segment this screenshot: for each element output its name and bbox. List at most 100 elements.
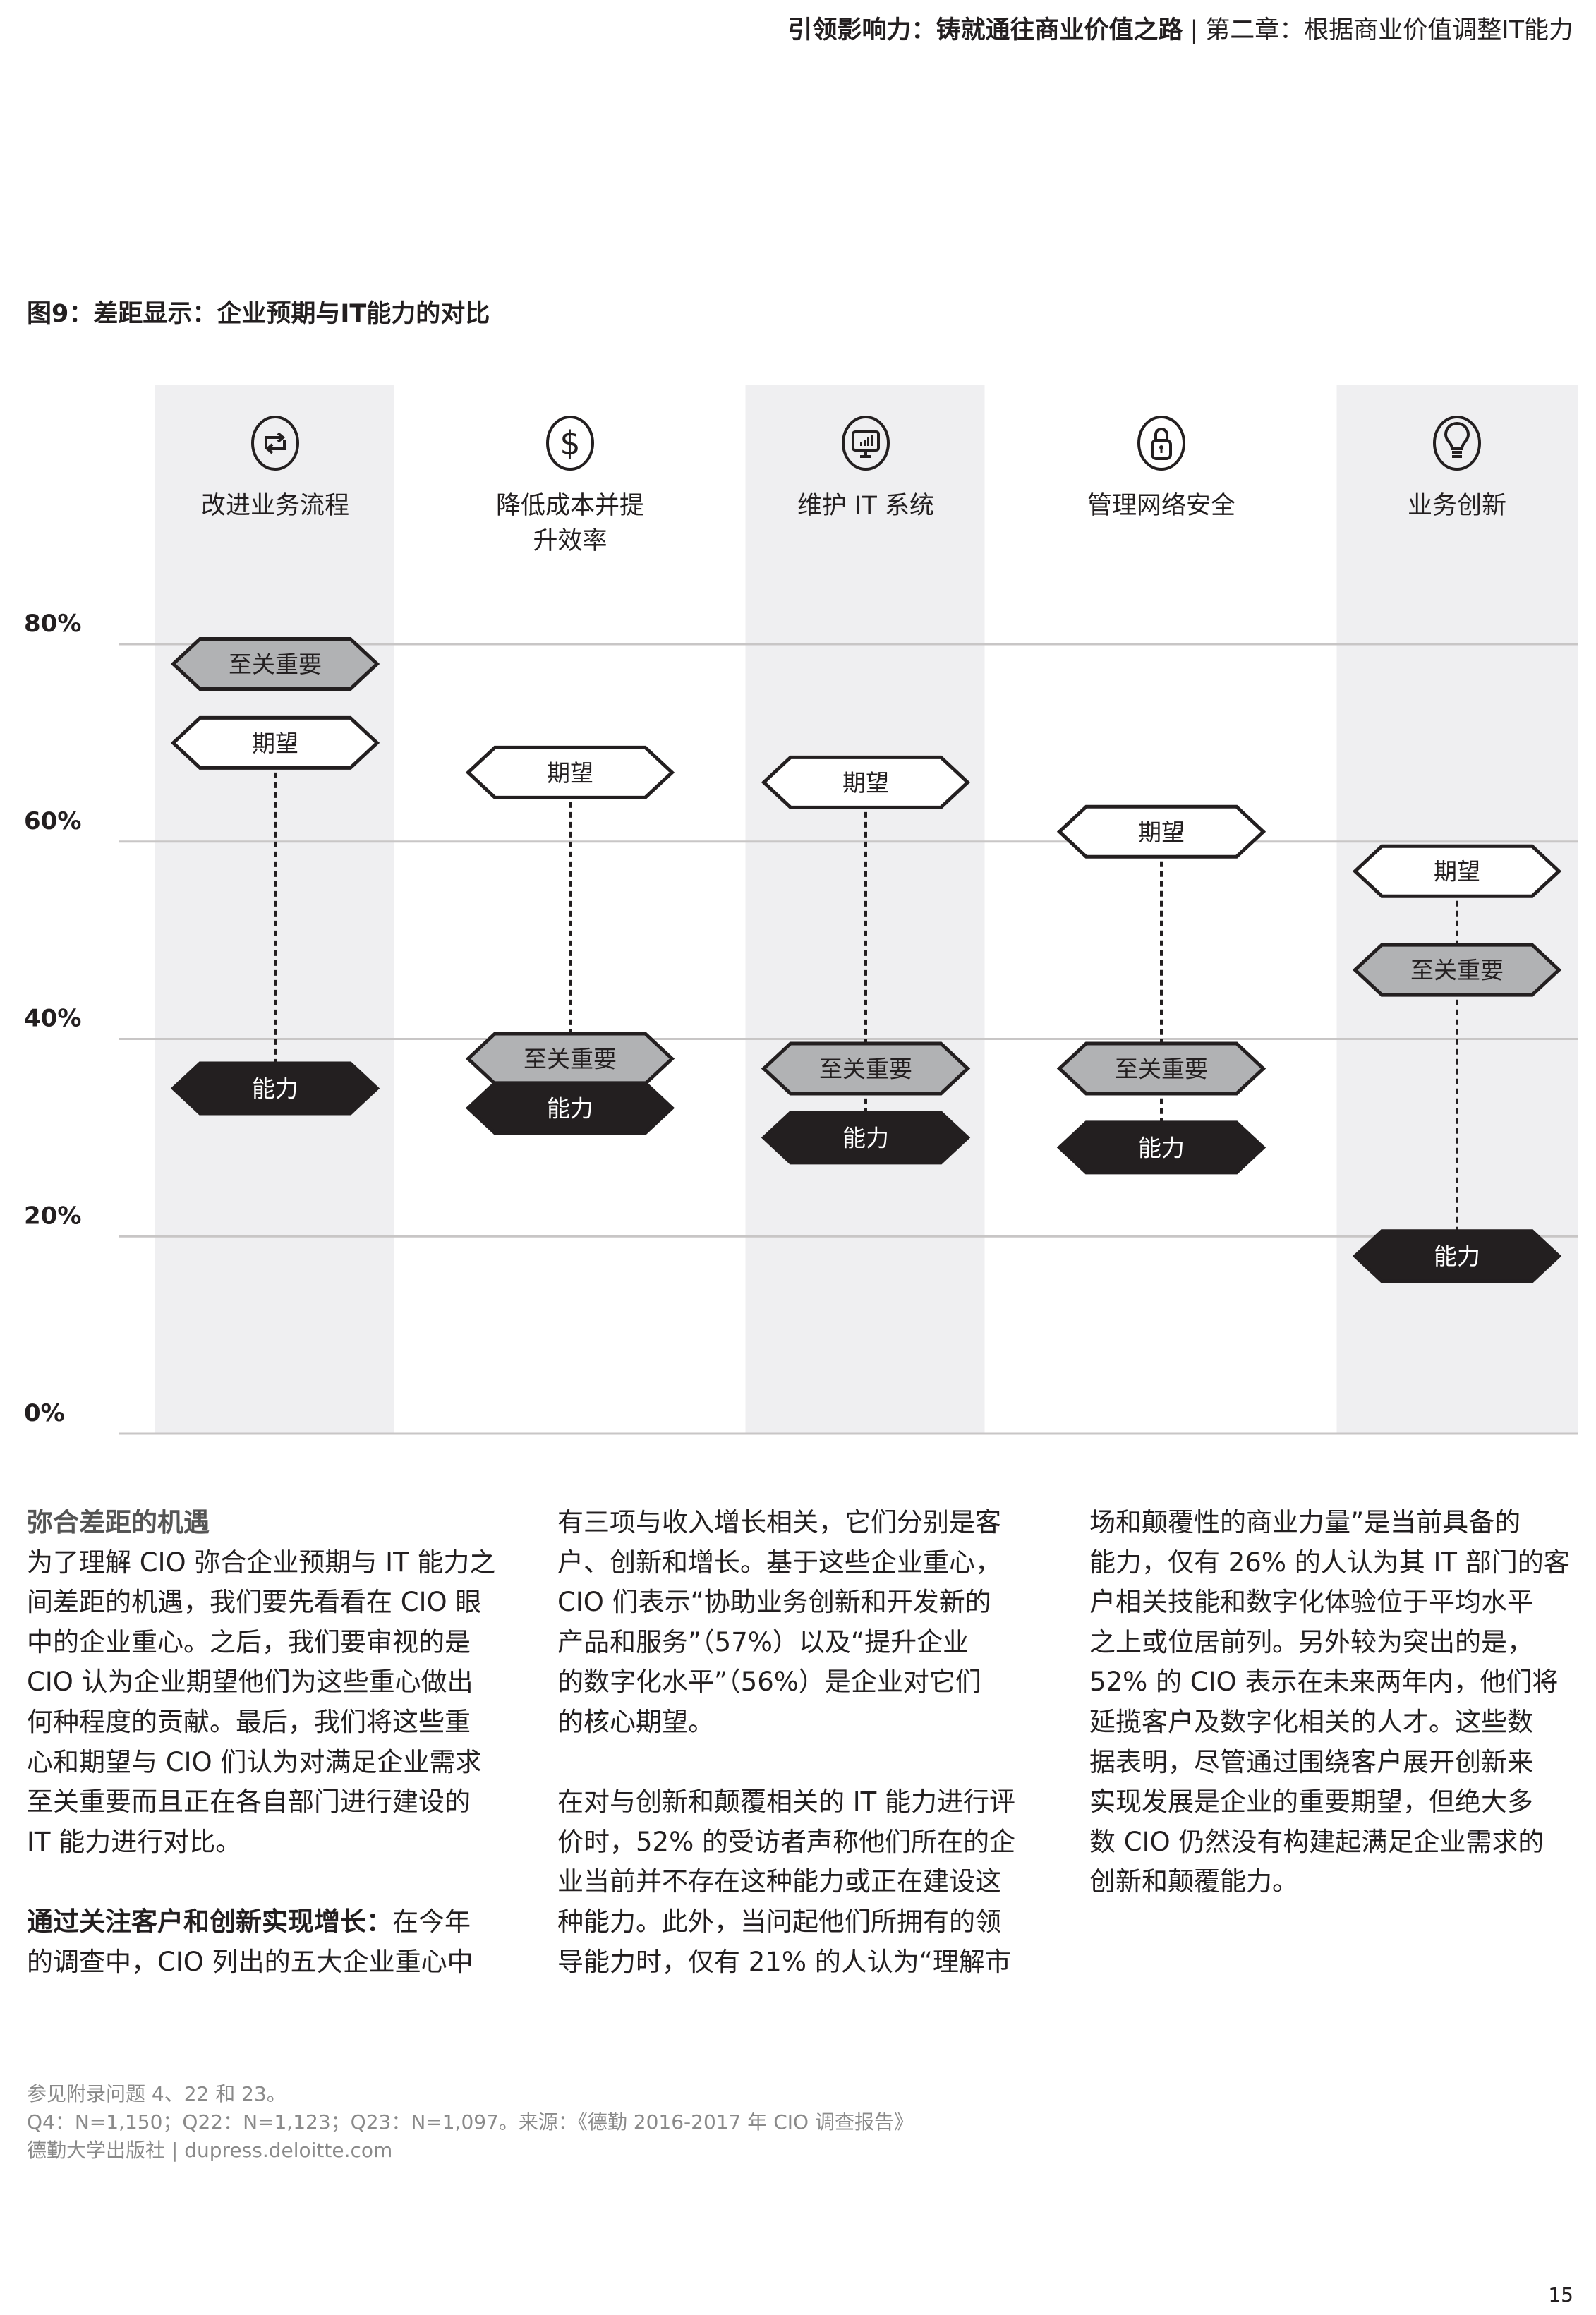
capability-marker-shape [170, 1061, 380, 1116]
y-tick-label: 40% [24, 1005, 81, 1033]
expectation-marker: 期望 [1056, 804, 1266, 859]
body-text-line: 何种程度的贡献。最后，我们将这些重 [27, 1706, 471, 1737]
header-separator: | [1190, 16, 1199, 44]
body-text-line: 中的企业重心。之后，我们要审视的是 [27, 1626, 471, 1657]
body-text-line: 的调查中，CIO 列出的五大企业重心中 [27, 1946, 473, 1977]
critical-marker-shape [1056, 1041, 1266, 1096]
body-text-line: 的数字化水平”（56%）是企业对它们 [557, 1667, 981, 1698]
figure-title: 图9：差距显示：企业预期与IT能力的对比 [27, 300, 490, 328]
svg-text:$: $ [560, 424, 580, 462]
body-text: 在今年 [392, 1906, 471, 1937]
expectation-marker-label: 期望 [842, 769, 889, 797]
capability-marker: 能力 [761, 1111, 971, 1165]
body-text-line: 场和颠覆性的商业力量”是当前具备的 [1089, 1507, 1521, 1537]
body-text-line: 种能力。此外，当问起他们所拥有的领 [557, 1906, 1001, 1937]
footnote-source: Q4：N=1,150；Q22：N=1,123；Q23：N=1,097。来源：《德… [27, 2110, 914, 2134]
critical-marker-label: 至关重要 [1410, 957, 1504, 984]
expectation-marker-label: 期望 [1434, 858, 1480, 885]
text-column-3: 场和颠覆性的商业力量”是当前具备的能力，仅有 26% 的人认为其 IT 部门的客… [1089, 1503, 1583, 1902]
category-label: 维护 IT 系统 [797, 492, 934, 520]
body-text-line: 在对与创新和颠覆相关的 IT 能力进行评 [557, 1787, 1016, 1818]
paragraph-gap [27, 1862, 521, 1902]
y-tick-label: 20% [24, 1202, 81, 1230]
body-text-line: 为了理解 CIO 弥合企业预期与 IT 能力之 [27, 1547, 496, 1578]
capability-marker-shape [465, 1081, 675, 1135]
expectation-marker: 期望 [170, 715, 380, 770]
body-text-line: 数 CIO 仍然没有构建起满足企业需求的 [1089, 1826, 1544, 1857]
capability-marker: 能力 [1352, 1229, 1562, 1283]
expectation-marker-shape [465, 745, 675, 799]
capability-marker-label: 能力 [252, 1075, 298, 1102]
body-text-line: 业当前并不存在这种能力或正在建设这 [557, 1866, 1001, 1897]
category-label: 升效率 [533, 527, 607, 555]
body-text-line: CIO 们表示“协助业务创新和开发新的 [557, 1587, 991, 1618]
body-text-line: 产品和服务”（57%）以及“提升企业 [557, 1626, 969, 1657]
critical-marker: 至关重要 [1352, 943, 1562, 997]
body-text-line: 创新和颠覆能力。 [1089, 1866, 1298, 1897]
lightbulb-icon [1433, 416, 1481, 471]
column-band [155, 385, 394, 1434]
capability-marker-label: 能力 [1138, 1134, 1185, 1161]
critical-marker: 至关重要 [1056, 1041, 1266, 1096]
repeat-icon [251, 416, 299, 471]
capability-marker-label: 能力 [547, 1094, 593, 1122]
footnotes: 参见附录问题 4、22 和 23。 Q4：N=1,150；Q22：N=1,123… [27, 2080, 914, 2165]
body-text-line: 至关重要而且正在各自部门进行建设的 [27, 1787, 471, 1818]
critical-marker-label: 至关重要 [524, 1045, 617, 1072]
category-label: 业务创新 [1408, 492, 1506, 520]
body-text-line: CIO 认为企业期望他们为这些重心做出 [27, 1667, 473, 1698]
body-text-line: 实现发展是企业的重要期望，但绝大多 [1089, 1787, 1533, 1818]
section-heading: 弥合差距的机遇 [27, 1507, 210, 1537]
body-text-line: 之上或位居前列。另外较为突出的是， [1089, 1626, 1533, 1657]
body-text-line: 的核心期望。 [557, 1706, 714, 1737]
capability-marker-label: 能力 [842, 1124, 889, 1152]
body-text-line: 间差距的机遇，我们要先看看在 CIO 眼 [27, 1587, 482, 1618]
body-text-line: 户、创新和增长。基于这些企业重心， [557, 1547, 1001, 1578]
category-label: 改进业务流程 [201, 492, 349, 520]
critical-marker: 至关重要 [465, 1032, 675, 1086]
dollar-icon: $ [546, 416, 594, 471]
page-number: 15 [1548, 2283, 1573, 2307]
critical-marker: 至关重要 [170, 636, 380, 691]
lock-icon [1137, 416, 1185, 471]
category-label: 降低成本并提 [496, 492, 644, 520]
capability-marker: 能力 [1056, 1120, 1266, 1175]
body-text-line: 导能力时，仅有 21% 的人认为“理解市 [557, 1946, 1011, 1977]
body-text-line: 通过关注客户和创新实现增长：在今年 [27, 1902, 521, 1942]
footnote-reference: 参见附录问题 4、22 和 23。 [27, 2082, 286, 2105]
critical-marker-label: 至关重要 [819, 1055, 912, 1082]
expectation-marker: 期望 [1352, 844, 1562, 898]
monitor-chart-icon [842, 416, 890, 471]
capability-marker: 能力 [170, 1061, 380, 1116]
paragraph-gap [557, 1743, 1051, 1783]
body-text-line: 户相关技能和数字化体验位于平均水平 [1089, 1587, 1533, 1618]
expectation-marker-shape [170, 715, 380, 770]
expectation-marker: 期望 [465, 745, 675, 799]
body-text-line: 价时，52% 的受访者声称他们所在的企 [557, 1826, 1015, 1857]
body-text-line: 能力，仅有 26% 的人认为其 IT 部门的客 [1089, 1547, 1570, 1578]
capability-marker-label: 能力 [1434, 1243, 1480, 1270]
capability-marker-shape [1056, 1120, 1266, 1175]
text-column-1: 弥合差距的机遇为了理解 CIO 弥合企业预期与 IT 能力之间差距的机遇，我们要… [27, 1503, 521, 1982]
expectation-marker-label: 期望 [252, 730, 298, 757]
expectation-marker: 期望 [761, 755, 971, 809]
body-text-line: 延揽客户及数字化相关的人才。这些数 [1089, 1706, 1533, 1737]
category-label: 管理网络安全 [1087, 492, 1235, 520]
subheading-lead: 通过关注客户和创新实现增长： [27, 1906, 392, 1937]
report-title: 引领影响力：铸就通往商业价值之路 [787, 16, 1183, 44]
capability-marker-shape [761, 1111, 971, 1165]
text-column-2: 有三项与收入增长相关，它们分别是客户、创新和增长。基于这些企业重心， CIO 们表… [557, 1503, 1051, 1982]
expectation-marker-shape [1056, 804, 1266, 859]
running-header: 引领影响力：铸就通往商业价值之路|第二章：根据商业价值调整IT能力 [787, 10, 1573, 46]
chapter-title: 第二章：根据商业价值调整IT能力 [1205, 16, 1573, 44]
body-text-line: 有三项与收入增长相关，它们分别是客 [557, 1507, 1001, 1537]
critical-marker-shape [761, 1041, 971, 1096]
capability-marker: 能力 [465, 1081, 675, 1135]
body-text-line: 据表明，尽管通过围绕客户展开创新来 [1089, 1746, 1533, 1777]
critical-marker-shape [170, 636, 380, 691]
y-tick-label: 80% [24, 610, 81, 638]
capability-marker-shape [1352, 1229, 1562, 1283]
expectation-marker-label: 期望 [547, 759, 593, 787]
column-band [745, 385, 985, 1434]
body-text-line: 心和期望与 CIO 们认为对满足企业需求 [27, 1746, 482, 1777]
